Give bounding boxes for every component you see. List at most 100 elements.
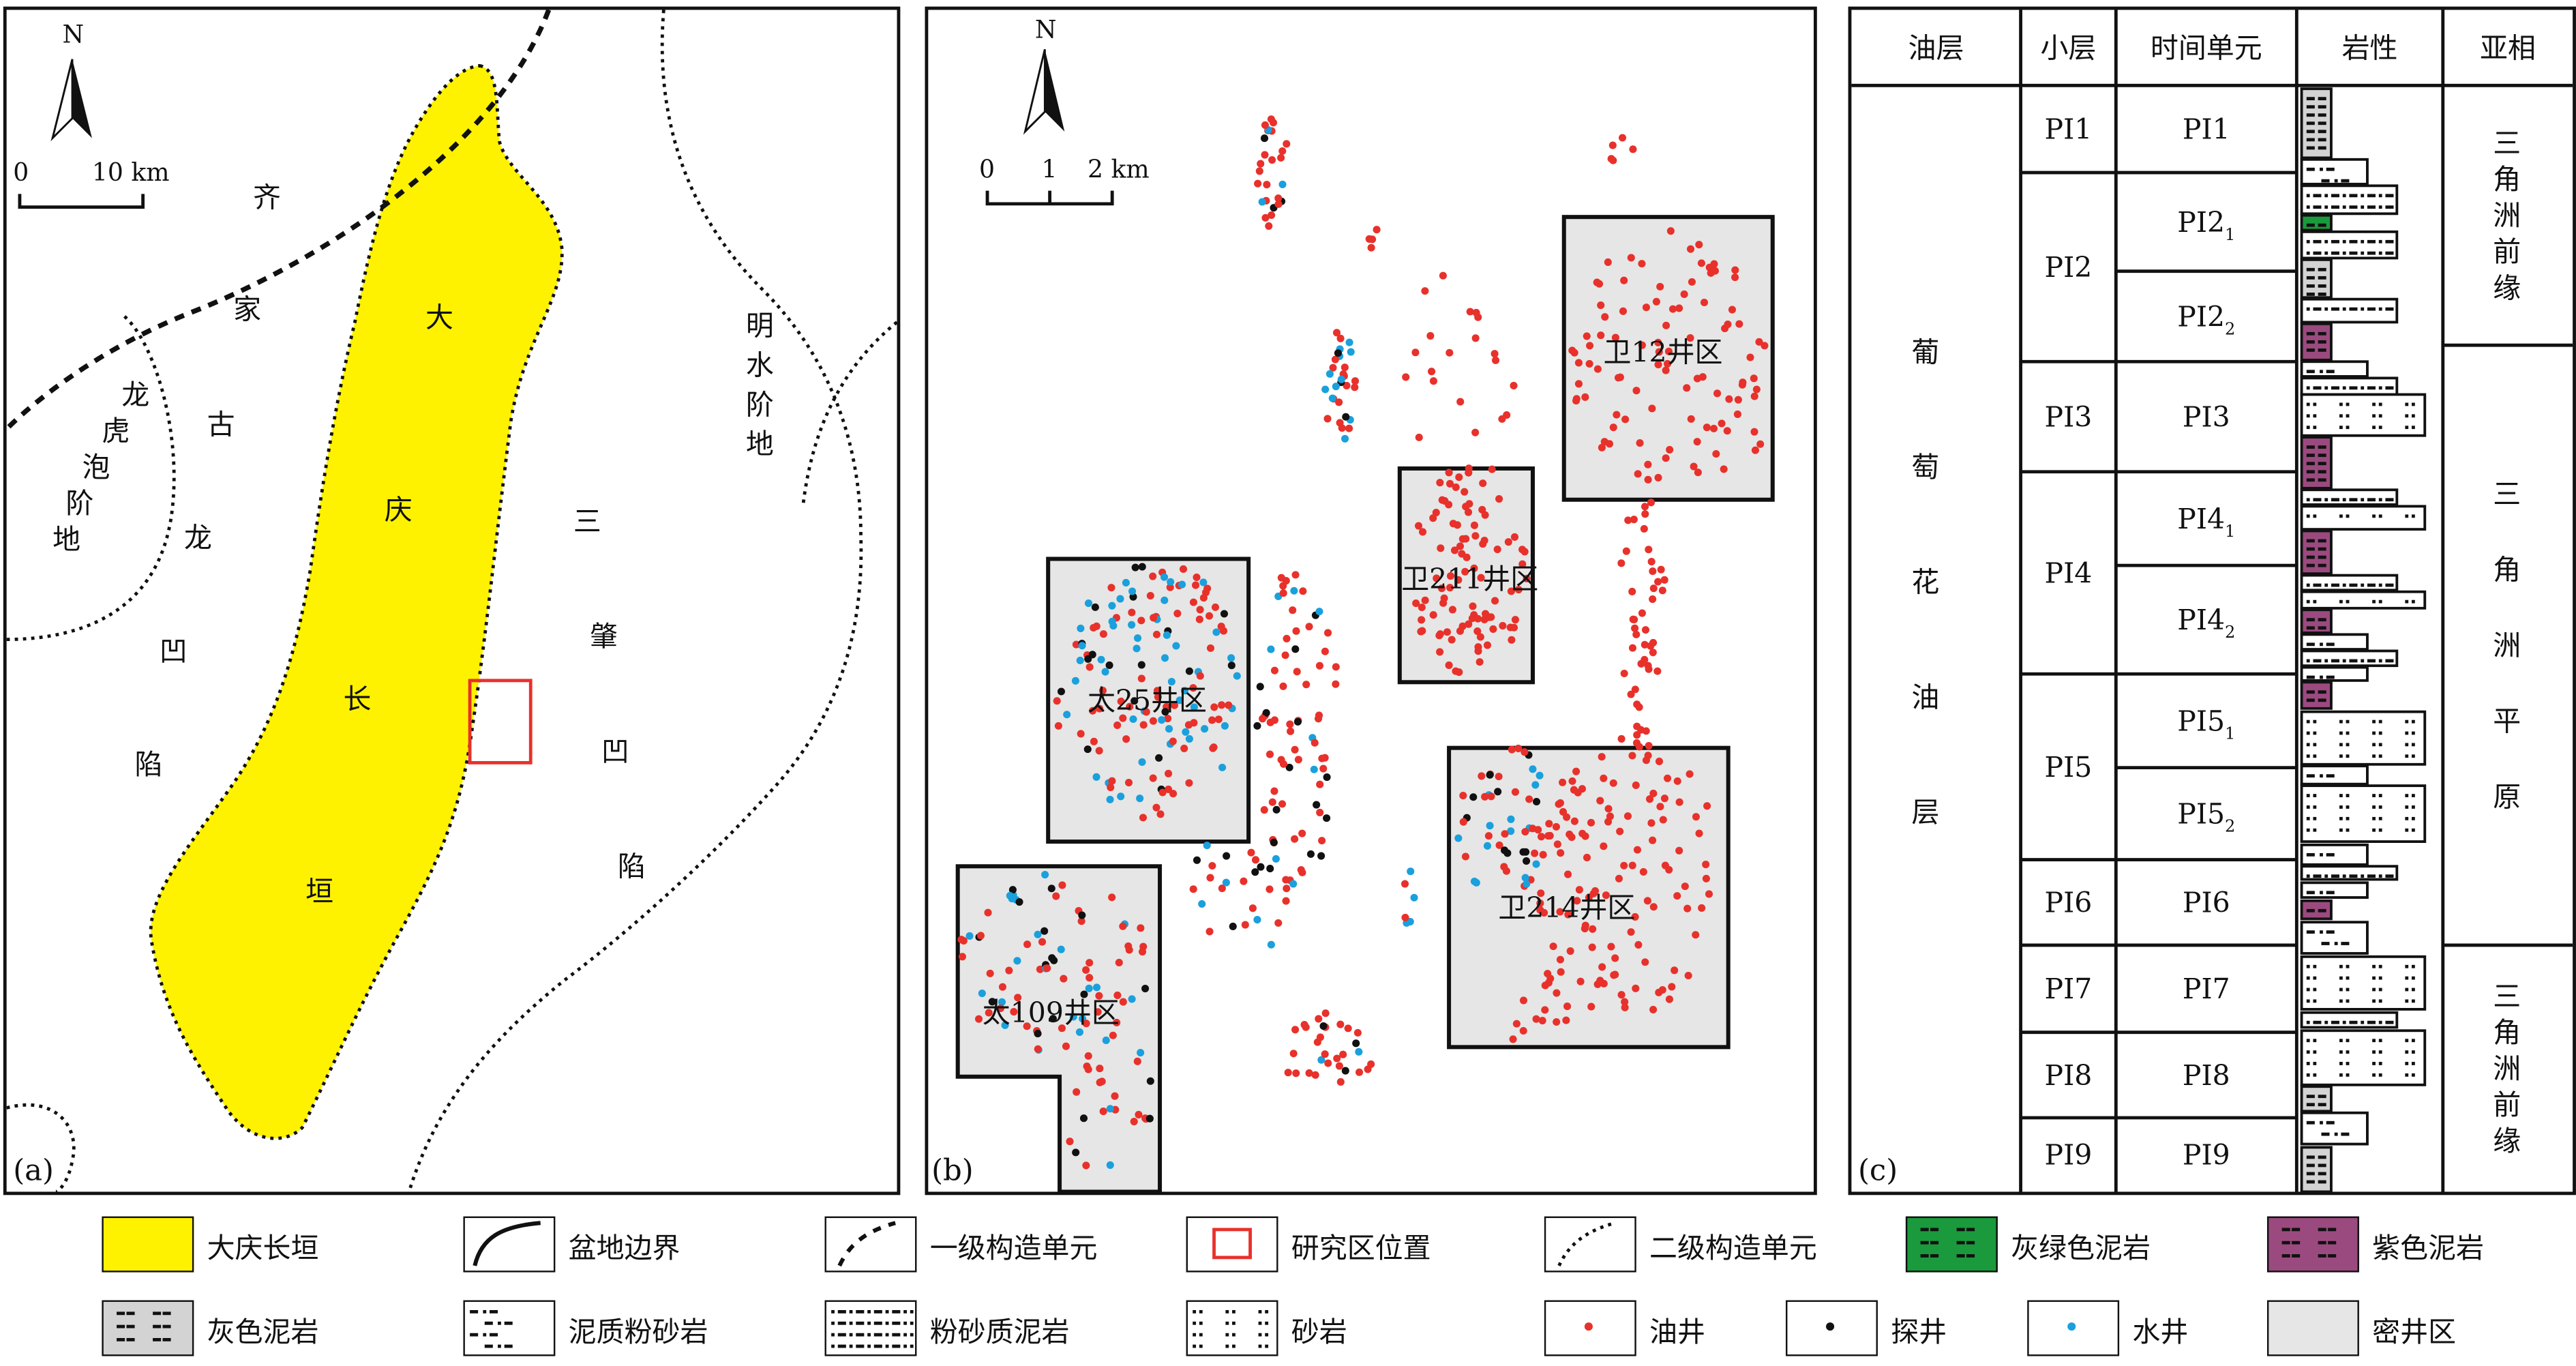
oil-well-point — [1085, 663, 1094, 671]
oil-well-point — [1305, 623, 1313, 631]
water-well-point — [1160, 573, 1169, 581]
oil-well-point — [1433, 574, 1441, 582]
exploration-well-point — [1072, 1148, 1080, 1157]
oil-well-point — [1574, 380, 1583, 388]
oil-well-point — [1302, 681, 1311, 689]
oil-well-point — [1620, 669, 1628, 678]
lithology-block-gray — [2300, 1146, 2333, 1193]
oil-well-point — [1336, 419, 1344, 427]
oil-well-point — [1632, 781, 1640, 789]
time-unit-label: PI6 — [2183, 887, 2230, 919]
time-unit-label: PI21 — [2177, 206, 2235, 244]
water-well-point — [1102, 1036, 1110, 1045]
exploration-well-point — [1155, 754, 1163, 762]
water-well-point — [1128, 587, 1137, 595]
region-label-mingshui: 地 — [746, 428, 774, 460]
exploration-well-point — [1229, 922, 1237, 930]
oil-well-point — [1119, 714, 1127, 722]
oil-well-point — [1180, 744, 1188, 752]
oil-well-point — [1709, 424, 1718, 432]
water-well-point — [1041, 870, 1049, 879]
lithology-block-sd — [2300, 710, 2427, 766]
oil-well-point — [1688, 278, 1696, 286]
scale-end: 10 km — [92, 158, 170, 187]
oil-well-point — [1268, 211, 1276, 220]
lithology-block-ms — [2300, 1111, 2369, 1146]
oil-well-point — [1333, 1054, 1341, 1063]
lithology-block-gray — [2300, 87, 2333, 160]
region-label-qijia-gulong: 陷 — [135, 748, 163, 781]
oil-well-point — [1082, 1161, 1090, 1170]
subfacies-label: 洲 — [2493, 629, 2521, 662]
oil-well-point — [1470, 521, 1478, 529]
lithology-block-sm — [2300, 376, 2399, 396]
oil-well-point — [1540, 908, 1548, 917]
water-well-point — [1109, 622, 1118, 630]
oil-well-point — [1090, 737, 1098, 745]
sand-swatch-icon — [1186, 1300, 1278, 1356]
oil-well-point — [1693, 374, 1701, 383]
oil-well-point — [1649, 1005, 1658, 1013]
oil-well-point — [1066, 1138, 1074, 1146]
oil-well-point — [1700, 298, 1709, 307]
oil-well-point — [1587, 818, 1596, 827]
water-well-point — [1172, 642, 1180, 650]
oil-well-point — [1546, 975, 1555, 983]
oil-well-point — [1641, 503, 1649, 511]
oil-well-point — [1631, 624, 1639, 632]
oil-well-point — [1365, 235, 1373, 243]
oil-well-point — [1449, 520, 1457, 528]
scale-zero: 0 — [13, 158, 29, 187]
oil-well-point — [1752, 385, 1761, 394]
water-well-point — [1212, 628, 1220, 636]
water-well-point — [1267, 940, 1275, 949]
oil-well-point — [1298, 829, 1306, 837]
oil-well-point — [1481, 511, 1489, 519]
column-header: 亚相 — [2480, 31, 2536, 64]
redbox-swatch-icon — [1186, 1216, 1278, 1273]
region-label-longhupao: 地 — [53, 523, 80, 556]
exploration-well-point — [988, 998, 996, 1006]
oil-well-point — [1622, 547, 1630, 555]
time-unit-label: PI1 — [2183, 113, 2230, 146]
oil-well-point — [1728, 306, 1737, 314]
oil-well-point — [1010, 1007, 1018, 1016]
oil-well-point — [1343, 381, 1351, 390]
oil-well-point — [1115, 958, 1123, 967]
yellow-swatch-icon — [102, 1216, 194, 1273]
oil-well-point — [1681, 882, 1689, 891]
oil-well-point — [1639, 867, 1647, 876]
explore-swatch-icon — [1786, 1300, 1878, 1356]
oil-well-point — [1673, 777, 1681, 785]
oil-well-point — [1607, 942, 1615, 951]
time-unit-label: PI51 — [2177, 704, 2235, 743]
water-well-point — [1071, 677, 1079, 685]
region-label-mingshui: 明 — [746, 310, 774, 342]
oil-well-point — [1205, 927, 1214, 936]
water-well-point — [1347, 348, 1355, 356]
oil-well-point — [1638, 609, 1646, 617]
basin-swatch-icon — [463, 1216, 556, 1273]
oil-well-point — [1364, 1065, 1372, 1073]
oil-well-point — [1488, 465, 1496, 473]
oil-well-point — [1476, 658, 1484, 666]
exploration-well-point — [1185, 667, 1193, 675]
oil-well-point — [1282, 577, 1290, 585]
exploration-well-point — [1262, 709, 1270, 717]
oil-well-point — [1454, 576, 1463, 584]
oil-well-point — [1575, 886, 1583, 894]
oil-well-point — [1401, 880, 1409, 888]
oil-well-point — [1660, 576, 1668, 584]
oil-well-point — [1302, 1023, 1310, 1031]
oil-well-point — [1208, 861, 1216, 870]
water-well-point — [1310, 765, 1318, 773]
oil-well-point — [1724, 321, 1732, 329]
sublayer-label: PI4 — [2045, 556, 2093, 589]
oil-well-point — [1598, 753, 1606, 761]
exploration-well-point — [1049, 1015, 1057, 1023]
oil-well-point — [1557, 968, 1565, 976]
region-label-longhupao: 泡 — [82, 451, 110, 484]
legend-item-green: 灰绿色泥岩 — [1905, 1216, 2151, 1273]
oil-well-point — [1557, 849, 1565, 857]
oil-well-point — [1693, 438, 1701, 446]
